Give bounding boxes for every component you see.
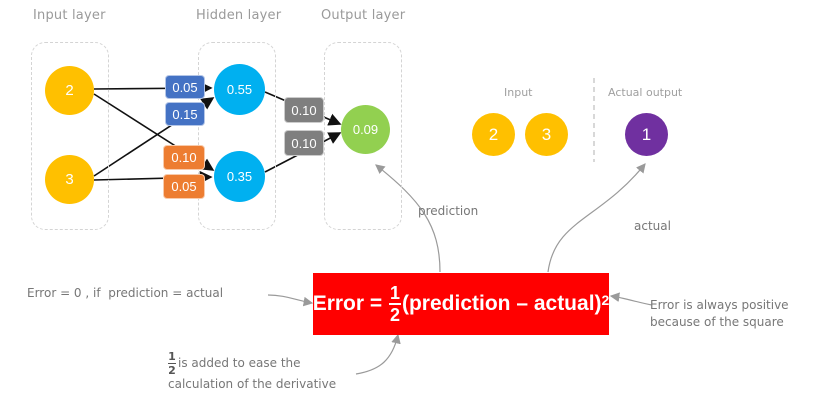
arrow-zero — [267, 294, 314, 307]
weight-box: 0.05 — [165, 75, 205, 99]
arrow-actual — [547, 163, 646, 273]
input-layer-box — [31, 42, 109, 230]
hidden-layer-label: Hidden layer — [196, 8, 282, 23]
example-actual-node: 1 — [625, 113, 668, 156]
formula-frac-den: 2 — [389, 305, 400, 325]
output-node: 0.09 — [341, 105, 390, 154]
input-node-1: 2 — [45, 66, 94, 115]
formula-exponent: 2 — [601, 292, 610, 308]
always-positive-note: Error is always positive because of the … — [650, 297, 789, 331]
half-fraction-num: 1 — [168, 350, 176, 363]
half-fraction-den: 2 — [168, 364, 176, 377]
formula-fraction: 1 2 — [388, 283, 401, 325]
zero-condition-note: Error = 0 , if prediction = actual — [27, 286, 224, 300]
formula-prefix: Error = — [312, 292, 388, 315]
half-note-line2: calculation of the derivative — [168, 377, 337, 391]
weight-box: 0.10 — [284, 130, 324, 156]
weight-box: 0.05 — [163, 174, 205, 199]
example-input-node: 2 — [472, 113, 515, 156]
half-fraction: 1 2 — [168, 351, 176, 376]
example-actual-label: Actual output — [608, 86, 683, 99]
hidden-node-1: 0.55 — [214, 64, 265, 115]
example-input-label: Input — [504, 86, 533, 99]
always-positive-line2: because of the square — [650, 315, 784, 329]
example-input-node: 3 — [525, 113, 568, 156]
error-formula: Error = 1 2 (prediction – actual) 2 — [313, 273, 609, 335]
input-node-2: 3 — [45, 155, 94, 204]
hidden-layer-box — [198, 42, 276, 230]
weight-box: 0.15 — [165, 102, 205, 126]
prediction-label: prediction — [418, 204, 479, 218]
formula-body: (prediction – actual) — [401, 292, 602, 315]
output-layer-box — [324, 42, 402, 230]
output-layer-label: Output layer — [321, 8, 406, 23]
input-layer-label: Input layer — [33, 8, 106, 23]
half-note: 1 2 is added to ease the calculation of … — [168, 351, 336, 393]
always-positive-line1: Error is always positive — [650, 298, 789, 312]
arrow-positive — [609, 292, 653, 306]
half-note-line1: 1 2 is added to ease the — [168, 351, 336, 376]
half-note-text1: is added to ease the — [178, 356, 301, 370]
arrow-half — [355, 333, 401, 375]
arrow-prediction — [375, 164, 441, 273]
hidden-node-2: 0.35 — [214, 151, 265, 202]
weight-box: 0.10 — [284, 97, 324, 123]
weight-box: 0.10 — [163, 145, 205, 170]
actual-label: actual — [634, 219, 671, 233]
formula-frac-num: 1 — [389, 283, 400, 303]
